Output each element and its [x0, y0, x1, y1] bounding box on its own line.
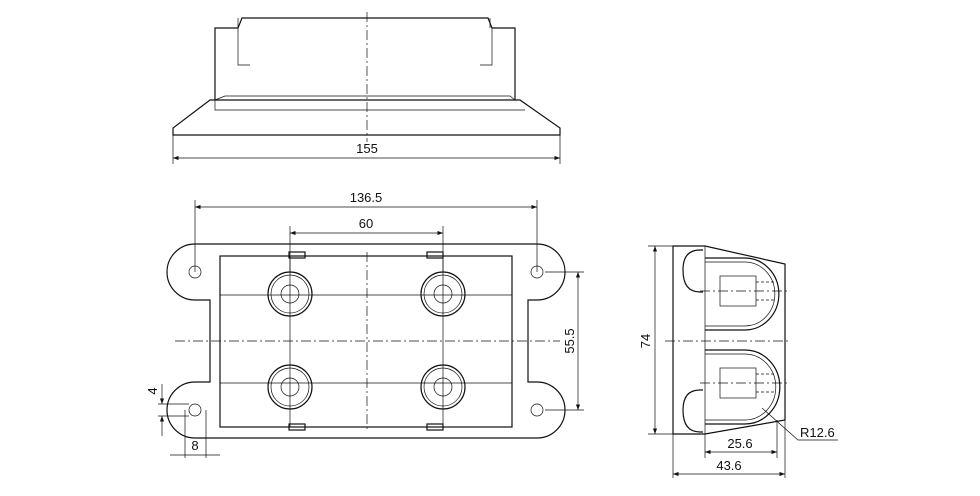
- dim-r12-6: R12.6: [800, 425, 835, 440]
- dim-155: 155: [356, 141, 378, 156]
- top-view: 155: [172, 12, 561, 164]
- dim-4: 4: [145, 387, 160, 394]
- dim-25-6: 25.6: [727, 436, 752, 451]
- dim-136-5: 136.5: [350, 190, 383, 205]
- side-view: 74 25.6 43.6 R12.6: [638, 245, 838, 478]
- dim-8: 8: [191, 438, 198, 453]
- dim-43-6: 43.6: [716, 458, 741, 473]
- terminal-bolts: [267, 271, 466, 410]
- dim-74: 74: [638, 334, 653, 348]
- dim-55-5: 55.5: [562, 328, 577, 353]
- dim-60: 60: [359, 216, 373, 231]
- front-view: 136.5 60 55.5 4 8: [145, 190, 584, 458]
